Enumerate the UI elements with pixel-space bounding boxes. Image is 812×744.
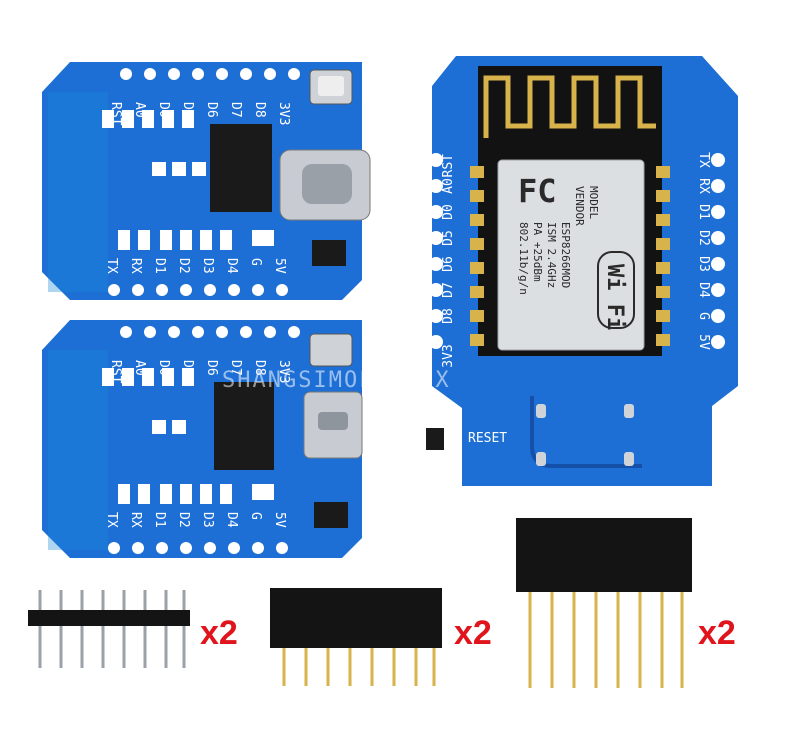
quantity-label: x2 (454, 614, 492, 652)
module-text: ISM 2.4GHz (545, 222, 558, 288)
pin-label: D3 (696, 256, 711, 272)
pin-label: D1 (152, 258, 167, 274)
quantity-label: x2 (200, 614, 238, 652)
pin-label: D2 (696, 230, 711, 246)
top-pin-labels: RST A0 D0 D5 D6 D7 D8 3V3 (108, 102, 291, 126)
module-text: VENDOR (573, 186, 586, 226)
pin-label: G (248, 258, 263, 266)
top-pin-holes (120, 68, 300, 80)
pin-label: D6 (204, 360, 219, 376)
pin-label: G (696, 312, 711, 320)
pin-label: D4 (696, 282, 711, 298)
short-female-header (270, 588, 442, 686)
male-pin-header (28, 590, 190, 668)
pin-label: D5 (180, 360, 195, 376)
pin-label: RX (128, 258, 143, 274)
pin-label: D1 (152, 512, 167, 528)
pin-label: 5V (272, 512, 287, 528)
pin-label: 3V3 (276, 102, 291, 125)
pin-label: D2 (176, 512, 191, 528)
pin-label: D6 (204, 102, 219, 118)
pin-label: A0 (132, 360, 147, 376)
pin-label: TX (104, 258, 119, 274)
module-text: ESP8266MOD (559, 222, 572, 288)
pin-label: D5 (441, 230, 456, 246)
quantity-label: x2 (698, 614, 736, 652)
shield-micro-usb: RST A0 D0 D5 D6 D7 D8 3V3 TX RX D1 D2 D3… (42, 320, 363, 558)
pin-label: D3 (200, 512, 215, 528)
usb-ch340-chip (210, 124, 272, 212)
pin-label: D4 (224, 512, 239, 528)
pin-label: RST (108, 102, 123, 126)
pin-label: D0 (156, 360, 171, 376)
bottom-pin-holes (108, 284, 288, 296)
pin-label: D8 (252, 102, 267, 118)
shield-usb-c: RST A0 D0 D5 D6 D7 D8 3V3 TX RX D1 D2 D3… (42, 62, 371, 300)
module-text: PA +25dBm (531, 222, 544, 282)
reset-button (426, 428, 444, 450)
pin-label: D0 (156, 102, 171, 118)
pin-label: D7 (441, 282, 456, 298)
pin-label: D6 (441, 256, 456, 272)
pin-label: 5V (272, 258, 287, 274)
pin-label: 5V (696, 334, 711, 350)
pin-label: D8 (441, 308, 456, 324)
pin-label: D5 (180, 102, 195, 118)
metal-shield-can (497, 159, 645, 351)
pin-label: RST (108, 360, 123, 384)
pin-label: D2 (176, 258, 191, 274)
watermark: SHANGSIMOLDLECX (222, 368, 451, 393)
pin-label: RX (696, 178, 711, 194)
long-female-header (516, 518, 692, 688)
pin-label: D4 (224, 258, 239, 274)
fcc-logo: FC (518, 172, 557, 210)
bottom-pin-labels: TX RX D1 D2 D3 D4 G 5V (104, 258, 287, 274)
pin-label: D3 (200, 258, 215, 274)
pin-label: 3V3 (441, 344, 456, 367)
module-text: 802.11b/g/n (517, 222, 530, 295)
d1-mini-board: FC MODEL VENDOR ESP8266MOD ISM 2.4GHz PA… (426, 56, 738, 486)
pin-label: D7 (228, 102, 243, 118)
pin-label: RST (441, 154, 456, 178)
pin-label: TX (104, 512, 119, 528)
pin-label: RX (128, 512, 143, 528)
pin-label: D1 (696, 204, 711, 220)
module-text: MODEL (587, 186, 600, 219)
pin-label: A0 (441, 178, 456, 194)
pin-label: 3V3 (276, 360, 291, 383)
pin-label: G (248, 512, 263, 520)
pin-label: D7 (228, 360, 243, 376)
pin-label: D8 (252, 360, 267, 376)
wifi-logo: Wi Fi (602, 264, 627, 330)
pin-label: TX (696, 152, 711, 168)
pin-label: A0 (132, 102, 147, 118)
pin-label: D0 (441, 204, 456, 220)
reset-label: RESET (468, 431, 507, 446)
